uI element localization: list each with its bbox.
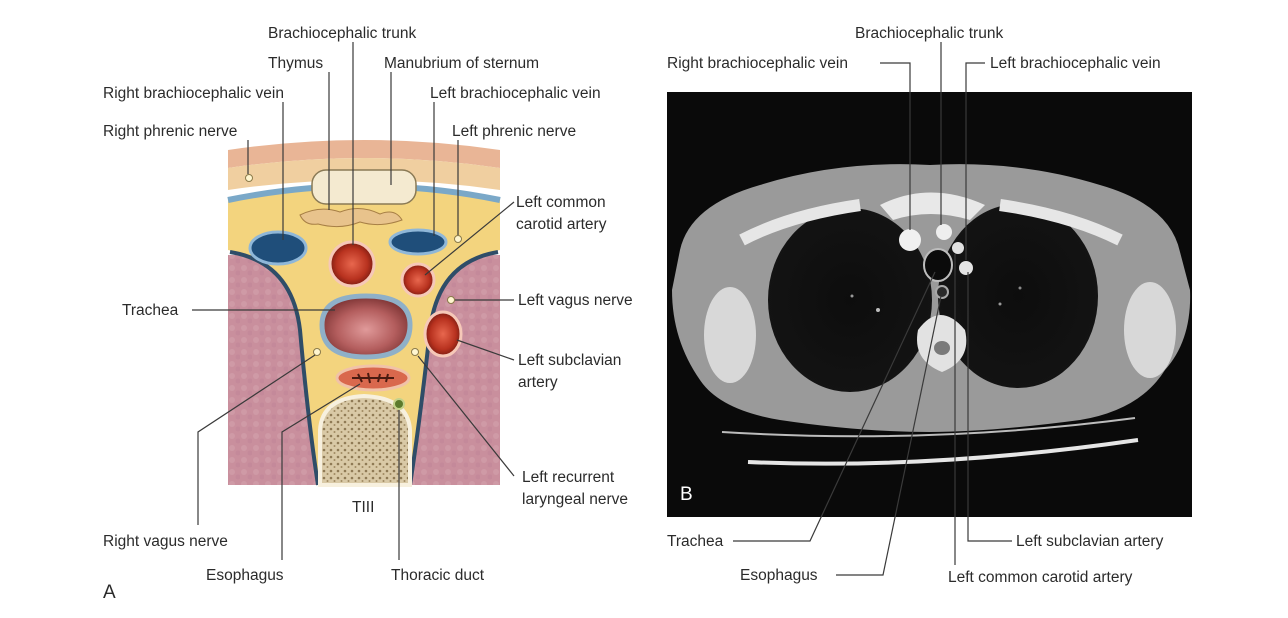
ct-lung-dot xyxy=(998,302,1002,306)
ct-sternum xyxy=(880,192,985,220)
right-brachiocephalic-vein-shape xyxy=(248,230,308,266)
brachiocephalic-trunk-shape xyxy=(328,240,376,288)
label-a-left-common-carotid-2: carotid artery xyxy=(516,216,607,233)
left-phrenic-nerve-dot xyxy=(454,235,462,243)
label-a-left-phrenic-nerve: Left phrenic nerve xyxy=(452,123,576,140)
label-b-brachiocephalic-trunk: Brachiocephalic trunk xyxy=(855,25,1003,42)
label-a-left-recurrent-2: laryngeal nerve xyxy=(522,491,628,508)
manubrium-shape xyxy=(311,169,417,205)
label-a-right-vagus-nerve: Right vagus nerve xyxy=(103,533,228,550)
ct-lung-dot xyxy=(876,308,880,312)
label-a-left-common-carotid-1: Left common xyxy=(516,194,606,211)
panel-b-letter: B xyxy=(680,484,693,505)
label-a-vertebra: TIII xyxy=(352,499,374,516)
esophagus-lumen xyxy=(352,372,394,384)
panel-a-letter: A xyxy=(103,582,116,603)
ct-right-brachiocephalic-vein xyxy=(899,229,921,251)
ct-left-scapula xyxy=(1124,282,1176,378)
panel-b-leaders xyxy=(733,42,1012,576)
left-brachiocephalic-vein-shape xyxy=(388,228,448,256)
right-pleura xyxy=(229,250,320,486)
label-b-left-subclavian-artery: Left subclavian artery xyxy=(1016,533,1164,550)
label-a-esophagus: Esophagus xyxy=(206,567,284,584)
label-b-trachea: Trachea xyxy=(667,533,724,550)
right-phrenic-nerve-dot xyxy=(245,174,253,182)
ct-lung-dot xyxy=(850,294,854,298)
label-a-trachea: Trachea xyxy=(122,302,179,319)
label-b-left-brachiocephalic-vein: Left brachiocephalic vein xyxy=(990,55,1161,72)
ct-spinal-canal xyxy=(934,341,950,355)
label-a-brachiocephalic-trunk: Brachiocephalic trunk xyxy=(268,25,416,42)
ct-right-lung xyxy=(768,208,932,392)
label-a-thoracic-duct: Thoracic duct xyxy=(391,567,485,584)
thymus-shape xyxy=(299,208,403,228)
panel-b-labels: Brachiocephalic trunk Right brachiocepha… xyxy=(667,25,1164,586)
label-b-esophagus: Esophagus xyxy=(740,567,818,584)
label-b-left-common-carotid-artery: Left common carotid artery xyxy=(948,569,1133,586)
trachea-shape xyxy=(319,293,413,360)
panel-a-illustration xyxy=(227,140,501,487)
label-a-left-subclavian-1: Left subclavian xyxy=(518,352,621,369)
ct-right-clavicle xyxy=(739,199,861,246)
vertebra-shape xyxy=(318,393,412,487)
label-a-right-phrenic-nerve: Right phrenic nerve xyxy=(103,123,237,140)
ct-left-clavicle xyxy=(999,199,1123,246)
label-a-left-recurrent-1: Left recurrent xyxy=(522,469,615,486)
panel-a-labels: Brachiocephalic trunk Thymus Manubrium o… xyxy=(103,25,633,603)
ct-brachiocephalic-trunk xyxy=(936,224,952,240)
ct-right-scapula xyxy=(704,287,756,383)
ct-table-line-2 xyxy=(747,438,1139,466)
ct-left-subclavian xyxy=(959,261,973,275)
left-subclavian-shape xyxy=(423,310,463,358)
chest-wall-skin xyxy=(228,140,500,168)
ct-esophagus xyxy=(935,285,949,299)
panel-a-leaders xyxy=(192,42,515,560)
label-b-right-brachiocephalic-vein: Right brachiocephalic vein xyxy=(667,55,848,72)
left-vagus-nerve-dot xyxy=(447,296,455,304)
label-a-thymus: Thymus xyxy=(268,55,323,72)
thoracic-duct-shape xyxy=(393,398,405,410)
ct-trachea xyxy=(923,248,953,282)
label-a-right-brachiocephalic-vein: Right brachiocephalic vein xyxy=(103,85,284,102)
label-a-left-subclavian-2: artery xyxy=(518,374,558,391)
ct-left-lung xyxy=(938,204,1098,388)
label-a-left-vagus-nerve: Left vagus nerve xyxy=(518,292,633,309)
label-a-left-brachiocephalic-vein: Left brachiocephalic vein xyxy=(430,85,601,102)
left-common-carotid-shape xyxy=(400,262,436,298)
ct-lung-dot xyxy=(1018,286,1022,290)
panel-b-ct-image xyxy=(667,92,1192,517)
label-a-manubrium: Manubrium of sternum xyxy=(384,55,539,72)
ct-table-line-1 xyxy=(721,417,1136,438)
right-vagus-nerve-dot xyxy=(313,348,321,356)
left-recurrent-nerve-dot xyxy=(411,348,419,356)
ct-left-common-carotid xyxy=(952,242,964,254)
